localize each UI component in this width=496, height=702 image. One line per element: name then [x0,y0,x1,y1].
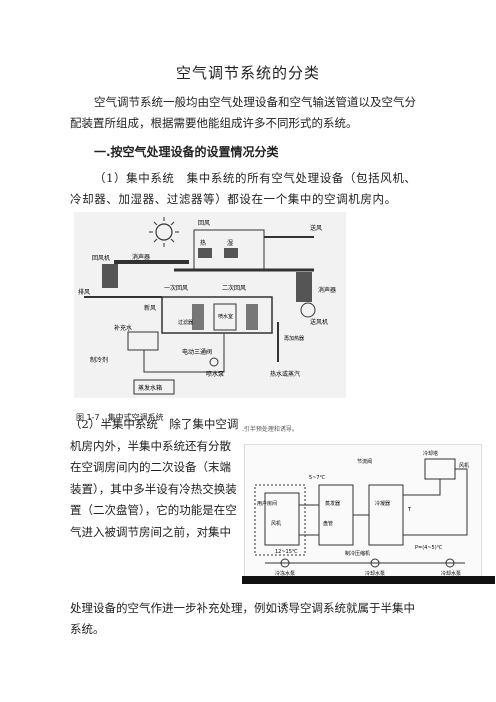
label-chilled-pump: 冷冻水泵 [275,570,295,577]
label-temp-cond: P=(4~5)℃ [415,545,443,551]
label-motorized-valve: 电动三通阀 [182,348,212,356]
semi-centralized-paragraph-continued: 处理设备的空气作进一步补充处理，例如诱导空调系统就属于半集中系统。 [70,601,415,636]
centralized-ac-svg: 回风 送风 回风机 消声器 热 湿 消声器 排风 一次回风 二次回风 新风 过滤… [78,217,336,395]
semi-centralized-diagram: .引半预处理和诱导。 冷却塔 风机 节流阀 5~7℃ 12~15℃ P=(4~5… [242,424,495,584]
label-spray-chamber: 喷水室 [218,313,233,320]
label-user-room: 用户房间 [257,500,277,507]
centralized-ac-diagram: 回风 送风 回风机 消声器 热 湿 消声器 排风 一次回风 二次回风 新风 过滤… [74,212,346,398]
label-supply-fan: 送风机 [310,318,328,326]
label-cooling-tower: 冷却塔 [423,450,438,457]
figure-2-drawing: 冷却塔 风机 节流阀 5~7℃ 12~15℃ P=(4~5)℃ T 用户房间 风… [244,444,482,582]
label-fan-coil: 风机 [271,520,281,527]
label-cooling-pump-2: 冷却水泵 [441,570,461,577]
label-silencer-2: 消声器 [318,286,336,294]
label-return-air: 回风 [198,220,210,227]
sun-icon [149,217,179,247]
label-coil: 盘管 [323,520,333,527]
label-throttle: 节流阀 [357,458,372,465]
label-primary-return: 一次回风 [164,284,188,292]
section-heading: 一.按空气处理设备的设置情况分类 [94,145,279,159]
label-fresh-air: 新风 [144,304,156,312]
label-evap-tank: 蒸发水箱 [138,384,162,392]
label-supply-air: 送风 [310,224,322,232]
label-reheater: 再加热器 [284,335,304,342]
semi-centralized-svg: 冷却塔 风机 节流阀 5~7℃ 12~15℃ P=(4~5)℃ T 用户房间 风… [254,450,469,577]
label-refrigerant: 制冷剂 [90,356,108,364]
label-humidity: 湿 [227,239,233,247]
label-hot-water: 热水或蒸汽 [270,370,300,378]
label-return-fan: 回风机 [92,254,110,262]
label-evaporator: 蒸发器 [325,500,340,507]
label-filter: 过滤器 [178,319,193,326]
intro-paragraph: 空气调节系统一般均由空气处理设备和空气输送管道以及空气分配装置所组成，根据需要他… [70,95,416,130]
label-cooling-pump-1: 冷却水泵 [365,570,385,577]
page-title: 空气调节系统的分类 [175,64,320,82]
label-fan: 风机 [459,462,469,469]
label-temp-supply: 5~7℃ [309,475,326,481]
label-compressor: 制冷压缩机 [345,550,370,557]
label-spray-pump: 喷水泵 [206,370,224,378]
label-temp-return: 12~15℃ [275,549,298,555]
figure-1-caption: 图 1-7 集中式空调系统 [76,413,164,422]
label-condenser: 冷凝器 [375,500,390,507]
centralized-system-paragraph: （1）集中系统 集中系统的所有空气处理设备（包括风机、冷却器、加湿器、过滤器等）… [70,171,417,206]
scan-edge-bar [242,576,495,584]
label-makeup-water: 补充水 [114,324,132,332]
figure-2-strip-text: .引半预处理和诱导。 [242,426,298,433]
semi-centralized-paragraph: （2）半集中系统 除了集中空调机房内外，半集中系统还有分散在空调房间内的二次设备… [70,417,239,539]
label-heat: 热 [200,239,206,247]
label-silencer-1: 消声器 [132,253,150,261]
label-secondary-return: 二次回风 [222,284,246,292]
label-exhaust: 排风 [78,288,90,296]
label-temp-t: T [407,507,412,513]
